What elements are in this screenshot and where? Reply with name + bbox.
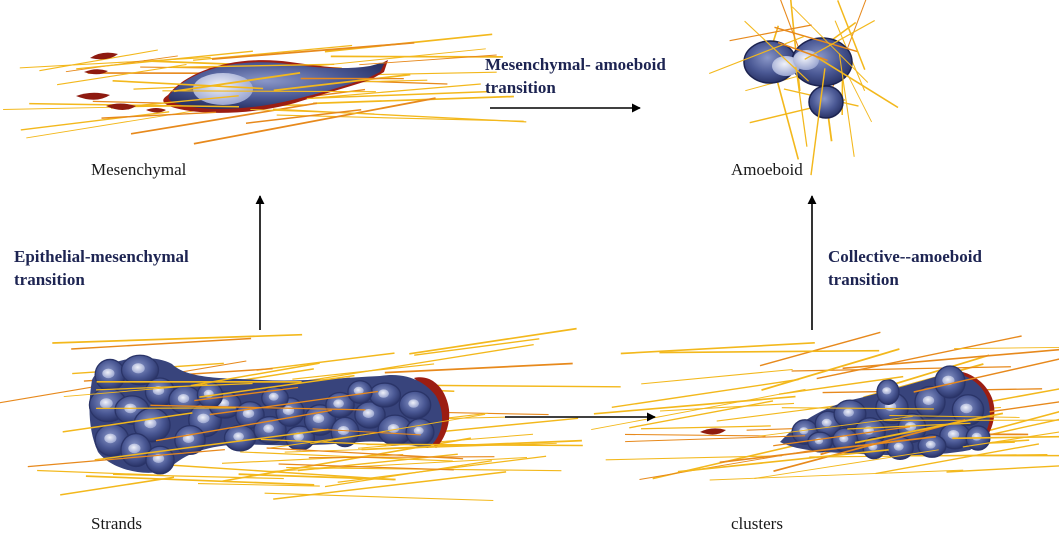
cell-nucleus [269, 393, 279, 401]
cell-nucleus [923, 396, 934, 405]
cell-nucleus [894, 443, 904, 451]
collagen-fiber [612, 380, 799, 408]
collagen-fiber [817, 336, 1022, 379]
clusters-illustration [591, 332, 1059, 480]
cell-nucleus [132, 363, 145, 373]
amoeboid-cell [809, 86, 843, 118]
cell-nucleus [100, 398, 113, 408]
collagen-fiber [52, 335, 302, 343]
collagen-fiber [385, 364, 573, 373]
collagen-fiber [625, 434, 766, 436]
amoeboid-cells-illustration [709, 0, 898, 175]
cell-nucleus [972, 433, 982, 441]
cell-nucleus [882, 387, 891, 394]
cell-nucleus [414, 427, 424, 435]
debris-fragment [76, 93, 110, 100]
mesenchymal-nucleus [193, 73, 253, 105]
collagen-fiber [710, 470, 964, 480]
debris-fragment [90, 53, 118, 60]
transition-label-line: transition [14, 268, 189, 291]
cell-nucleus [843, 408, 854, 416]
transition-label-line: Mesenchymal- amoeboid [485, 53, 666, 76]
collagen-fiber [300, 345, 533, 382]
mesenchymal-cell-illustration [3, 34, 526, 144]
cell-nucleus [378, 389, 389, 397]
collagen-fiber [257, 353, 395, 370]
stage-label-amoeboid: Amoeboid [731, 160, 803, 180]
stage-label-mesenchymal: Mesenchymal [91, 160, 186, 180]
collagen-fiber [625, 436, 805, 442]
collagen-fiber [39, 50, 157, 71]
transition-label-line: Collective--amoeboid [828, 245, 982, 268]
collagen-fiber [659, 351, 879, 353]
transition-label-line: transition [485, 76, 666, 99]
collagen-fiber [96, 408, 236, 409]
strands-illustration [0, 329, 621, 501]
transition-label-line: Epithelial-mesenchymal [14, 245, 189, 268]
cell-nucleus [178, 394, 189, 403]
stage-label-clusters: clusters [731, 514, 783, 534]
transition-label-line: transition [828, 268, 982, 291]
collagen-fiber [309, 457, 495, 458]
cell-nucleus [128, 444, 140, 454]
collagen-fiber [641, 426, 771, 429]
collagen-fiber [846, 71, 872, 122]
collagen-fiber [792, 367, 1011, 371]
transition-label-mesenchymal-amoeboid: Mesenchymal- amoeboid transition [485, 53, 666, 99]
cell-nucleus [960, 404, 972, 414]
collagen-fiber [947, 462, 1059, 472]
cell-nucleus [333, 399, 344, 407]
cell-nucleus [102, 369, 114, 379]
cell-nucleus [263, 424, 274, 432]
debris-fragment [700, 428, 726, 434]
transition-label-epithelial-mesenchymal: Epithelial-mesenchymal transition [14, 245, 189, 291]
cell-nucleus [926, 441, 936, 449]
cell-nucleus [408, 399, 419, 407]
collagen-fiber [641, 370, 792, 384]
cell-nucleus [283, 406, 294, 415]
debris-fragment [146, 108, 166, 113]
transition-label-collective-amoeboid: Collective--amoeboid transition [828, 245, 982, 291]
cell-nucleus [233, 432, 244, 440]
cell-nucleus [197, 414, 209, 424]
cell-nucleus [313, 414, 324, 423]
collagen-fiber [409, 329, 576, 354]
cell-nucleus [822, 419, 832, 427]
cell-nucleus [104, 434, 116, 444]
cell-nucleus [388, 424, 399, 433]
collagen-fiber [591, 389, 805, 429]
collagen-fiber [60, 477, 174, 495]
stage-label-strands: Strands [91, 514, 142, 534]
